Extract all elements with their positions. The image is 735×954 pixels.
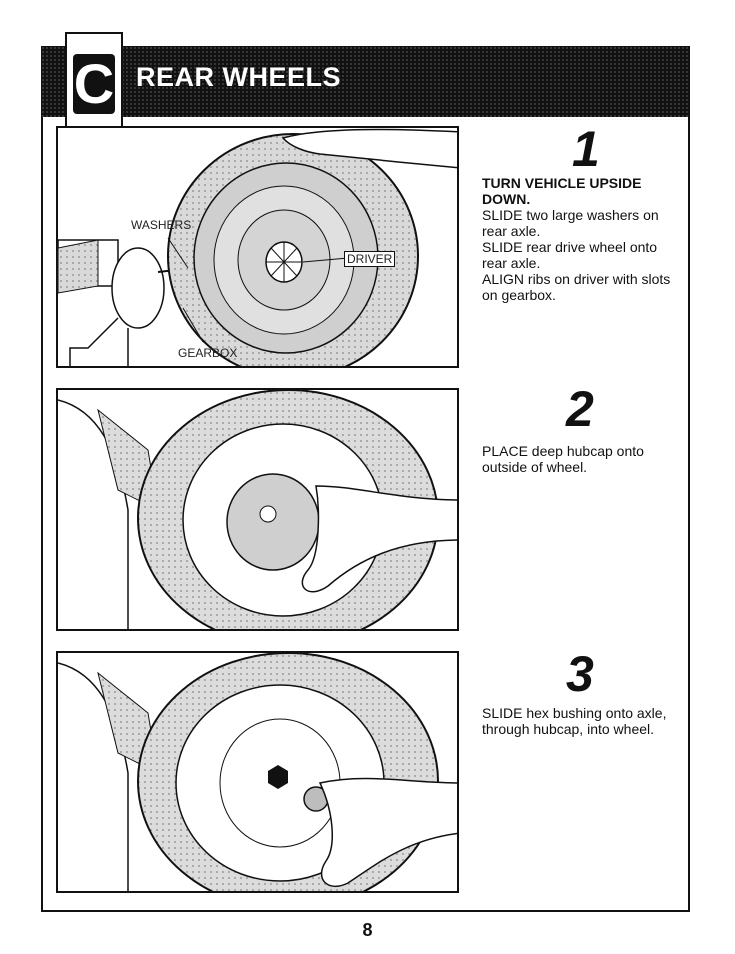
step-1-line-1: SLIDE two large washers on rear axle. xyxy=(482,207,659,239)
section-title: REAR WHEELS xyxy=(136,62,342,92)
step-number-2: 2 xyxy=(566,381,594,437)
section-badge-inner: C xyxy=(73,54,115,114)
step-number-3: 3 xyxy=(566,646,594,702)
step-2-instructions: PLACE deep hubcap onto outside of wheel. xyxy=(482,443,682,475)
step-3-instructions: SLIDE hex bushing onto axle, through hub… xyxy=(482,705,682,737)
hubcap-illustration xyxy=(58,390,457,629)
header-pattern xyxy=(41,46,690,117)
hubcap-shape xyxy=(226,473,320,571)
step-3-illustration xyxy=(56,651,459,893)
section-header xyxy=(41,46,690,117)
hex-bushing-illustration xyxy=(58,653,457,891)
gearbox-callout: GEARBOX xyxy=(178,346,238,360)
driver-callout: DRIVER xyxy=(344,251,396,267)
tire-shape xyxy=(167,133,419,366)
step-1-illustration: WASHERS GEARBOX DRIVER xyxy=(56,126,459,368)
step-2-illustration xyxy=(56,388,459,631)
washers-callout: WASHERS xyxy=(131,218,192,232)
step-1-line-2: SLIDE rear drive wheel onto rear axle. xyxy=(482,239,658,271)
step-2-line-1: PLACE deep hubcap onto outside of wheel. xyxy=(482,443,644,475)
step-1-heading: TURN VEHICLE UPSIDE DOWN. xyxy=(482,175,642,207)
hand-shape xyxy=(301,485,457,593)
section-letter: C xyxy=(73,52,115,115)
page-number: 8 xyxy=(362,920,373,940)
hand-shape xyxy=(281,128,457,169)
step-1-line-3: ALIGN ribs on driver with slots on gearb… xyxy=(482,271,671,303)
gearbox-shape xyxy=(58,239,165,366)
step-3-line-1: SLIDE hex bushing onto axle, through hub… xyxy=(482,705,667,737)
hand-shape xyxy=(318,777,457,888)
step-1-instructions: TURN VEHICLE UPSIDE DOWN. SLIDE two larg… xyxy=(482,175,682,303)
wheel-driver-illustration xyxy=(58,128,457,366)
section-badge: C xyxy=(65,32,123,128)
step-number-1: 1 xyxy=(572,121,600,177)
hex-axle-shape xyxy=(268,765,288,789)
